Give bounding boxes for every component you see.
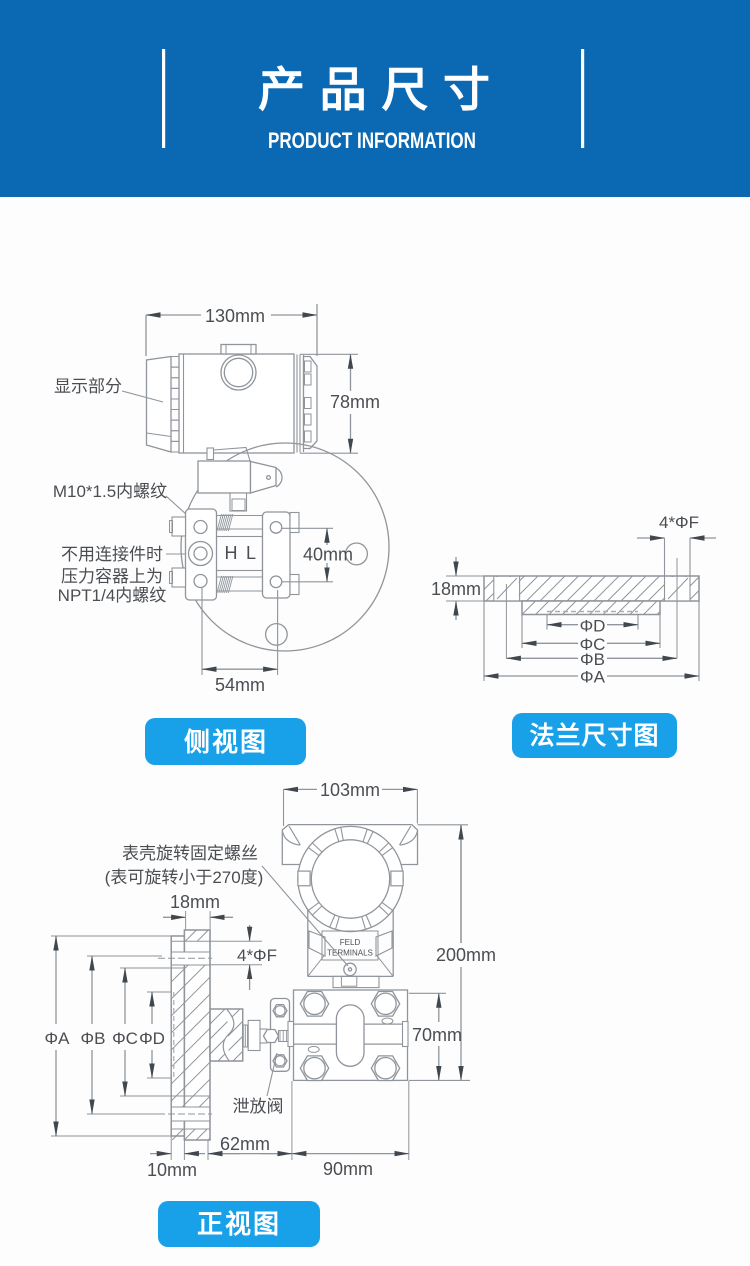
svg-text:L: L: [246, 543, 256, 563]
svg-text:NPT1/4内螺纹: NPT1/4内螺纹: [58, 586, 167, 605]
svg-text:侧视图: 侧视图: [184, 727, 268, 757]
svg-text:54mm: 54mm: [215, 675, 265, 695]
svg-text:18mm: 18mm: [170, 892, 220, 912]
svg-text:90mm: 90mm: [323, 1159, 373, 1179]
svg-text:62mm: 62mm: [220, 1134, 270, 1154]
svg-text:ΦD: ΦD: [139, 1029, 165, 1048]
svg-text:H: H: [225, 543, 238, 563]
svg-text:4*ΦF: 4*ΦF: [659, 513, 699, 532]
svg-text:130mm: 130mm: [205, 306, 265, 326]
svg-text:70mm: 70mm: [412, 1025, 462, 1045]
svg-text:FELD: FELD: [340, 938, 361, 947]
svg-text:78mm: 78mm: [330, 392, 380, 412]
svg-text:18mm: 18mm: [431, 579, 481, 599]
svg-text:压力容器上为: 压力容器上为: [61, 567, 163, 586]
svg-text:ΦA: ΦA: [45, 1029, 71, 1048]
svg-text:法兰尺寸图: 法兰尺寸图: [529, 721, 659, 750]
svg-text:TERMINALS: TERMINALS: [327, 949, 373, 958]
svg-text:200mm: 200mm: [436, 945, 496, 965]
svg-text:ΦC: ΦC: [580, 635, 606, 654]
svg-text:表壳旋转固定螺丝: 表壳旋转固定螺丝: [122, 844, 258, 863]
svg-text:ΦC: ΦC: [112, 1029, 138, 1048]
svg-text:(表可旋转小于270度): (表可旋转小于270度): [105, 868, 264, 887]
svg-text:ΦD: ΦD: [580, 617, 606, 636]
svg-text:泄放阀: 泄放阀: [233, 1097, 284, 1116]
svg-text:103mm: 103mm: [320, 780, 380, 800]
svg-text:ΦB: ΦB: [580, 650, 605, 669]
svg-text:10mm: 10mm: [147, 1160, 197, 1180]
svg-text:ΦA: ΦA: [580, 668, 606, 687]
svg-text:4*ΦF: 4*ΦF: [237, 946, 277, 965]
svg-text:不用连接件时: 不用连接件时: [61, 545, 163, 564]
svg-text:40mm: 40mm: [303, 545, 353, 565]
svg-text:M10*1.5内螺纹: M10*1.5内螺纹: [53, 482, 167, 501]
svg-text:PRODUCT INFORMATION: PRODUCT INFORMATION: [268, 128, 476, 153]
svg-text:ΦB: ΦB: [81, 1029, 106, 1048]
svg-text:显示部分: 显示部分: [54, 377, 122, 396]
svg-text:正视图: 正视图: [197, 1209, 281, 1239]
